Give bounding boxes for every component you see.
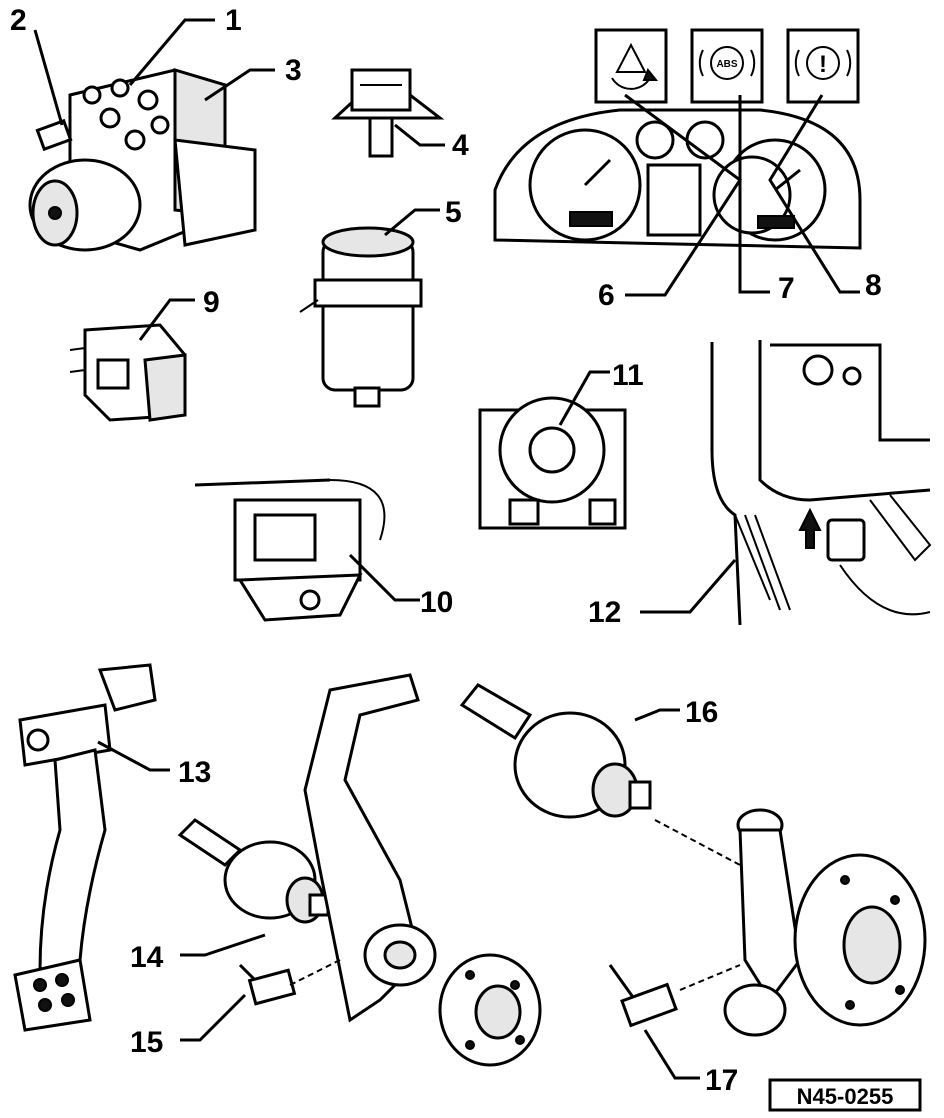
leader-16: [634, 708, 680, 722]
callout-11: 11: [612, 359, 644, 392]
abs-lamp-text: ABS: [716, 59, 737, 70]
leader-10: [348, 553, 420, 602]
callout-5: 5: [445, 196, 462, 229]
callout-8: 8: [865, 269, 882, 302]
rear-knuckle: [723, 808, 802, 1037]
callout-2: 2: [10, 4, 27, 37]
callout-12: 12: [588, 596, 621, 629]
callout-9: 9: [203, 286, 220, 319]
callout-4: 4: [452, 129, 469, 162]
abs-hydraulic-unit: [28, 67, 257, 252]
leader-2: [33, 29, 64, 126]
steering-knuckle: [303, 673, 437, 1023]
leader-13: [97, 740, 170, 772]
leader-12: [640, 559, 737, 614]
wheel-hub-rear: [793, 853, 927, 1027]
leader-8: [768, 94, 860, 294]
callout-3: 3: [285, 54, 302, 87]
instrument-cluster: [493, 108, 862, 250]
leader-14: [180, 933, 266, 957]
leader-9: [138, 298, 195, 341]
front-driveshaft-14: [177, 818, 330, 924]
leader-7: [738, 95, 770, 294]
callout-15: 15: [130, 1026, 163, 1059]
brake-pedal-13: [13, 663, 157, 1032]
reference-code: N45-0255: [797, 1084, 894, 1109]
callout-17: 17: [705, 1064, 738, 1097]
warning-lamp-6: [594, 28, 668, 104]
speed-sensor-17: [608, 964, 678, 1028]
leader-1: [128, 18, 215, 86]
pressure-regulator-10: [194, 478, 386, 622]
callout-6: 6: [598, 279, 615, 312]
leader-17: [643, 1029, 700, 1080]
leader-15: [180, 993, 247, 1042]
callout-1: 1: [225, 4, 242, 37]
callout-7: 7: [778, 272, 795, 305]
callout-14: 14: [130, 941, 164, 974]
assembly-line-sensor-rear: [679, 964, 741, 991]
leader-6: [624, 93, 743, 297]
warning-lamp-8: !: [786, 28, 860, 104]
leader-5: [384, 208, 440, 237]
reference-label: N45-0255: [768, 1078, 922, 1112]
warning-lamp-7: ABS: [690, 28, 764, 104]
sensor-4: [331, 68, 445, 158]
leader-11: [558, 370, 610, 426]
warning-triangle-icon: [615, 42, 647, 73]
brake-lamp-text: !: [819, 51, 827, 78]
speed-sensor-15: [238, 963, 297, 1006]
callout-16: 16: [685, 696, 718, 729]
leader-4: [394, 123, 445, 147]
switch-9: [69, 323, 187, 422]
wheel-hub-front: [438, 953, 542, 1067]
rear-driveshaft-16: [459, 683, 652, 819]
leader-3: [204, 68, 275, 102]
footwell-area-12: [710, 340, 932, 626]
steering-sensor-11: [478, 396, 627, 530]
callout-13: 13: [178, 756, 211, 789]
assembly-line-front: [289, 959, 341, 986]
callout-10: 10: [420, 586, 453, 619]
assembly-line-rear: [654, 819, 741, 866]
brake-reservoir-5: [299, 226, 423, 408]
